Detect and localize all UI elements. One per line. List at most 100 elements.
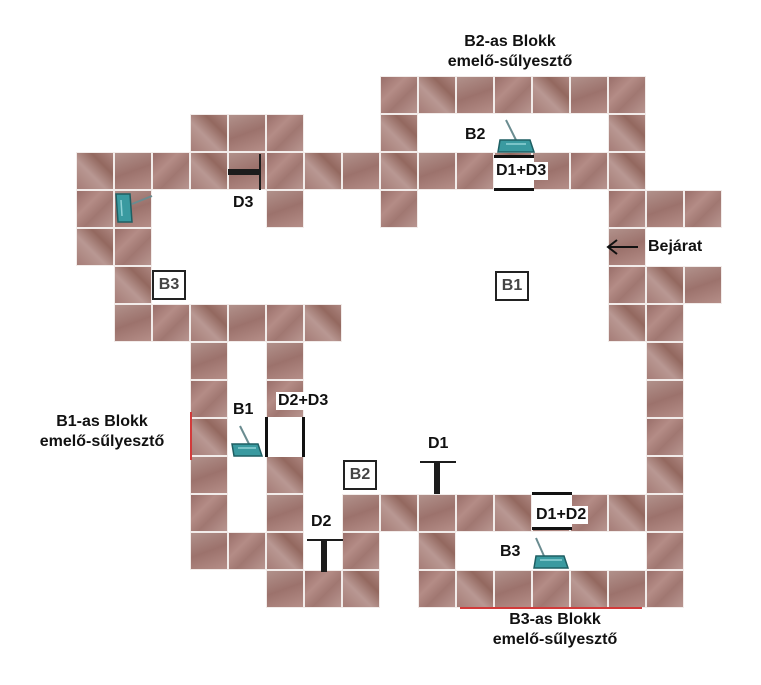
floor-tile bbox=[114, 228, 152, 266]
floor-tile bbox=[380, 152, 418, 190]
floor-tile bbox=[76, 228, 114, 266]
b2-lift-caption: B2-as Blokk emelő-sűlyesztő bbox=[420, 32, 600, 72]
lever-icon[interactable] bbox=[226, 152, 266, 192]
lever-d2-label: D2 bbox=[311, 513, 332, 530]
floor-tile bbox=[266, 152, 304, 190]
floor-tile bbox=[456, 570, 494, 608]
floor-tile bbox=[418, 532, 456, 570]
lift-b1-label: B1 bbox=[233, 401, 254, 418]
floor-tile bbox=[76, 190, 114, 228]
floor-tile bbox=[532, 152, 570, 190]
floor-tile bbox=[190, 342, 228, 380]
floor-tile bbox=[152, 152, 190, 190]
b1-caption-line1: B1-as Blokk bbox=[56, 413, 148, 430]
block-box-b2[interactable]: B2 bbox=[343, 460, 377, 490]
lift-platform-icon[interactable] bbox=[228, 424, 272, 460]
floor-tile bbox=[190, 114, 228, 152]
b1-lift-marker-line bbox=[190, 412, 192, 460]
floor-tile bbox=[418, 152, 456, 190]
b1-lift-caption: B1-as Blokk emelő-sűlyesztő bbox=[12, 412, 192, 452]
floor-tile bbox=[266, 570, 304, 608]
floor-tile bbox=[418, 570, 456, 608]
floor-tile bbox=[532, 570, 570, 608]
lift-b3-label: B3 bbox=[500, 543, 521, 560]
floor-tile bbox=[190, 532, 228, 570]
block-box-b1[interactable]: B1 bbox=[495, 271, 529, 301]
floor-tile bbox=[608, 494, 646, 532]
floor-tile bbox=[646, 342, 684, 380]
floor-tile bbox=[304, 304, 342, 342]
b3-caption-line1: B3-as Blokk bbox=[509, 611, 601, 628]
floor-tile bbox=[190, 494, 228, 532]
floor-tile bbox=[342, 152, 380, 190]
floor-tile bbox=[570, 570, 608, 608]
floor-tile bbox=[266, 532, 304, 570]
lift-platform-icon[interactable] bbox=[494, 118, 538, 154]
b2-caption-line1: B2-as Blokk bbox=[464, 33, 556, 50]
floor-tile bbox=[646, 266, 684, 304]
floor-tile bbox=[608, 304, 646, 342]
lever-icon[interactable] bbox=[418, 456, 458, 496]
floor-tile bbox=[266, 456, 304, 494]
floor-tile bbox=[304, 570, 342, 608]
floor-tile bbox=[456, 494, 494, 532]
floor-tile bbox=[456, 152, 494, 190]
floor-tile bbox=[532, 76, 570, 114]
b3-lift-caption: B3-as Blokk emelő-sűlyesztő bbox=[455, 610, 655, 650]
floor-tile bbox=[684, 190, 722, 228]
b1-caption-line2: emelő-sűlyesztő bbox=[39, 433, 165, 450]
entrance-label: Bejárat bbox=[648, 238, 703, 255]
b3-caption-line2: emelő-sűlyesztő bbox=[492, 631, 618, 648]
floor-tile bbox=[380, 190, 418, 228]
floor-tile bbox=[228, 304, 266, 342]
floor-tile bbox=[646, 190, 684, 228]
floor-tile bbox=[190, 152, 228, 190]
floor-tile bbox=[608, 190, 646, 228]
floor-tile bbox=[304, 152, 342, 190]
floor-tile bbox=[608, 570, 646, 608]
floor-tile bbox=[646, 456, 684, 494]
floor-tile bbox=[570, 152, 608, 190]
lever-icon[interactable] bbox=[305, 534, 345, 574]
floor-tile bbox=[646, 418, 684, 456]
floor-tile bbox=[608, 152, 646, 190]
floor-tile bbox=[76, 152, 114, 190]
floor-tile bbox=[684, 266, 722, 304]
b3-lift-marker-line bbox=[460, 607, 642, 609]
floor-tile bbox=[266, 114, 304, 152]
door-d2-d3-label: D2+D3 bbox=[276, 392, 331, 410]
floor-tile bbox=[456, 76, 494, 114]
floor-tile bbox=[418, 494, 456, 532]
floor-tile bbox=[152, 304, 190, 342]
block-box-b3[interactable]: B3 bbox=[152, 270, 186, 300]
lift-platform-icon[interactable] bbox=[110, 190, 154, 226]
floor-tile bbox=[494, 570, 532, 608]
floor-tile bbox=[342, 570, 380, 608]
floor-tile bbox=[380, 494, 418, 532]
floor-tile bbox=[646, 532, 684, 570]
floor-tile bbox=[380, 76, 418, 114]
floor-tile bbox=[190, 418, 228, 456]
floor-tile bbox=[114, 304, 152, 342]
lift-platform-icon[interactable] bbox=[530, 536, 574, 572]
floor-tile bbox=[570, 76, 608, 114]
arrow-left-icon bbox=[606, 239, 638, 255]
floor-tile bbox=[494, 76, 532, 114]
floor-tile bbox=[114, 152, 152, 190]
floor-tile bbox=[266, 304, 304, 342]
floor-tile bbox=[494, 494, 532, 532]
floor-tile bbox=[190, 304, 228, 342]
floor-tile bbox=[646, 494, 684, 532]
floor-tile bbox=[608, 76, 646, 114]
floor-tile bbox=[190, 456, 228, 494]
floor-tile bbox=[418, 76, 456, 114]
floor-tile bbox=[190, 380, 228, 418]
floor-tile bbox=[380, 114, 418, 152]
floor-tile bbox=[646, 570, 684, 608]
floor-tile bbox=[646, 380, 684, 418]
floor-tile bbox=[342, 494, 380, 532]
door-d1-d3-label: D1+D3 bbox=[494, 162, 549, 180]
floor-tile bbox=[228, 114, 266, 152]
floor-tile bbox=[228, 532, 266, 570]
door-d2-d3[interactable] bbox=[265, 417, 305, 457]
